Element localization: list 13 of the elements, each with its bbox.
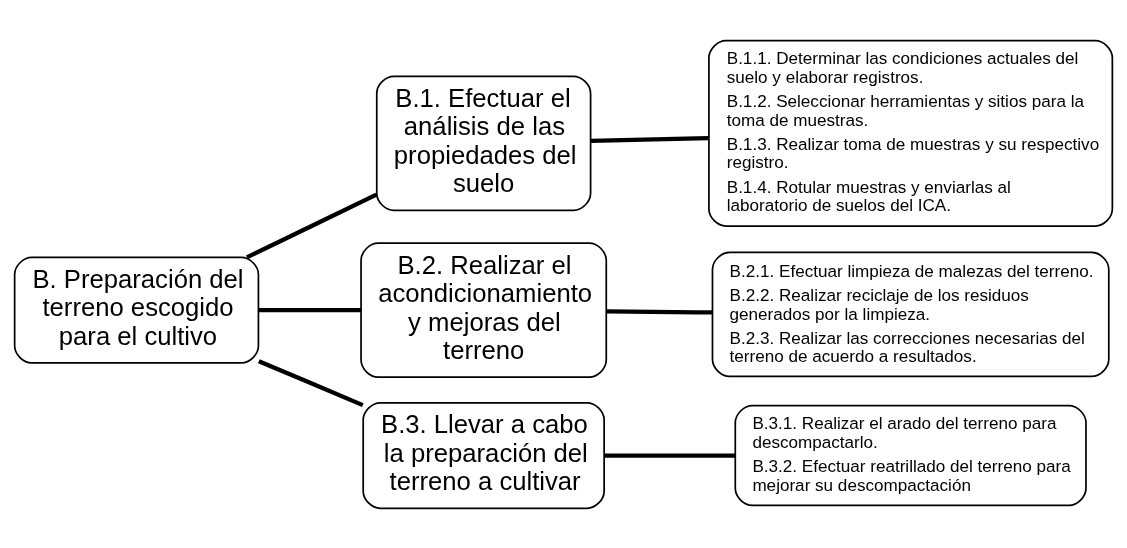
node-box: B.2. Realizar el acondicionamiento y mejoras del terreno <box>360 241 608 378</box>
node-box: B.2.1. Efectuar limpieza de malezas del terreno. B.2.2. Realizar reciclaje de los residuos generados por la limpieza. B.2.3. Realizar las correcciones necesarias del terreno de acuerdo a resultados. <box>711 251 1110 377</box>
connector <box>606 308 713 315</box>
node-box: B.1.1. Determinar las condiciones actuales del suelo y elaborar registros. B.1.2. Seleccionar herramientas y sitios para la toma de muestras. B.1.3. Realizar toma de muestras y su respectivo registro. B.1.4. Rotular muestras y enviarlas al laboratorio de suelos del ICA. <box>708 39 1114 227</box>
node-box: B.3. Llevar a cabo la preparación del terreno a cultivar <box>362 401 605 509</box>
connector <box>258 307 362 312</box>
connector <box>245 192 378 259</box>
connector <box>258 358 364 407</box>
connector <box>604 452 736 458</box>
node-box: B.1. Efectuar el análisis de las propiedades del suelo <box>375 75 592 211</box>
node-box: B. Preparación del terreno escogido para el cultivo <box>13 256 260 364</box>
connector <box>590 135 709 143</box>
node-box: B.3.1. Realizar el arado del terreno para descompactarlo. B.3.2. Efectuar reatrillado del terreno para mejorar su descompactación <box>734 404 1087 506</box>
